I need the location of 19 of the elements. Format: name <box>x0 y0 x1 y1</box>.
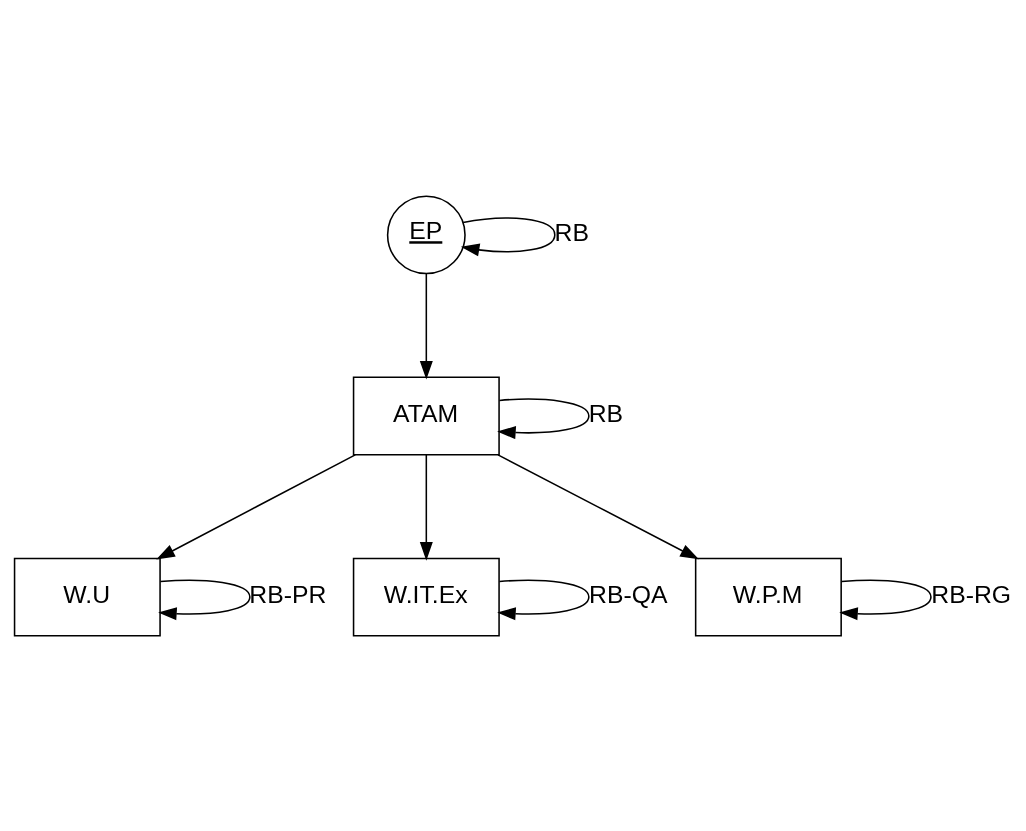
node-circle: EP <box>386 194 466 274</box>
node-box: W.P.M <box>694 557 842 637</box>
arrow <box>158 579 251 620</box>
arrow <box>419 272 433 380</box>
edge-label: RB-QA <box>589 580 668 608</box>
arrow <box>497 397 590 439</box>
node-box: ATAM <box>352 376 500 455</box>
arrow <box>156 453 357 559</box>
edge-label: RB <box>554 218 590 246</box>
node-box: W.U <box>13 557 161 637</box>
arrow <box>839 579 932 620</box>
edge-label: RB-PR <box>249 580 327 608</box>
arrow <box>460 216 556 256</box>
edge-label: RB <box>588 399 624 427</box>
arrow <box>497 579 590 620</box>
edge-label: RB-RG <box>931 580 1012 608</box>
arrow <box>497 453 699 559</box>
node-box: W.IT.Ex <box>352 557 500 637</box>
arrow <box>419 453 433 561</box>
